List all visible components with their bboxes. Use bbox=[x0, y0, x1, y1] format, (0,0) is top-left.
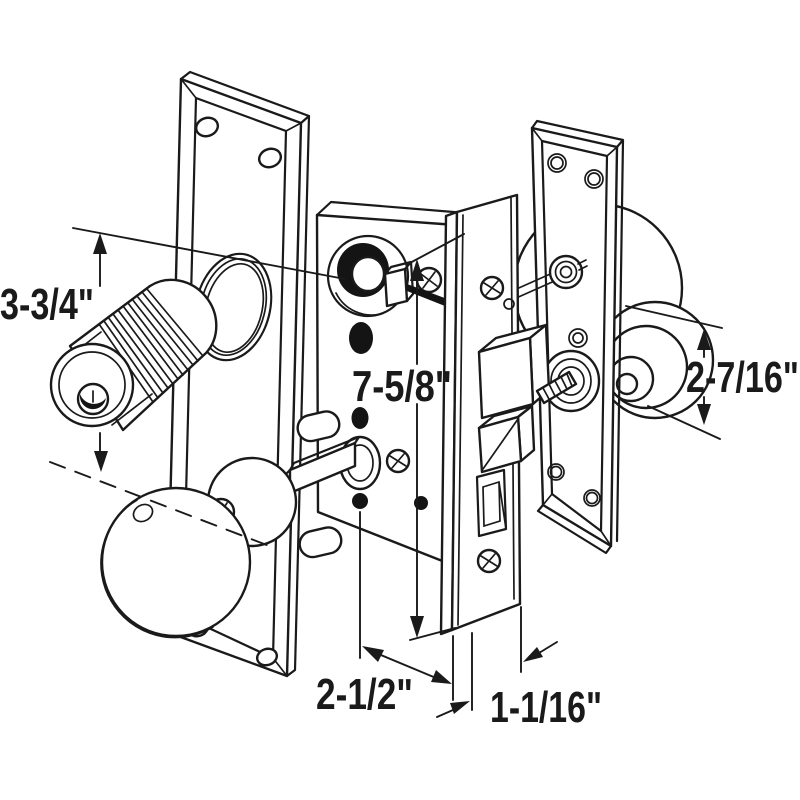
dimension-label-right: 2-7/16" bbox=[686, 353, 799, 402]
inside-escutcheon-plate bbox=[530, 119, 625, 555]
knob-spindle bbox=[535, 370, 578, 405]
latch-bolt bbox=[477, 404, 536, 474]
deadbolt bbox=[477, 323, 551, 420]
dimension-7-5-8: 7-5/8" bbox=[352, 233, 465, 641]
dimension-label-bottom-right: 1-1/16" bbox=[490, 683, 602, 732]
screw-hole bbox=[547, 153, 604, 507]
knob-axis-centerline bbox=[49, 461, 273, 548]
rod-collar bbox=[548, 254, 588, 290]
case-screw bbox=[385, 266, 443, 474]
lock-cylinder bbox=[49, 278, 218, 432]
dimension-3-3-4: 3-3/4" bbox=[0, 227, 346, 472]
latch-hold-back-slide bbox=[475, 468, 508, 538]
mounting-post bbox=[296, 410, 343, 559]
keyway bbox=[76, 382, 110, 416]
dimension-2-1-2: 2-1/2" bbox=[316, 511, 454, 719]
dimension-1-1-16: 1-1/16" bbox=[436, 606, 602, 732]
dimension-2-7-16: 2-7/16" bbox=[625, 305, 799, 440]
case-hole bbox=[349, 322, 373, 354]
dimension-label-center: 7-5/8" bbox=[352, 362, 452, 411]
dimension-label-bottom-left: 2-1/2" bbox=[316, 670, 413, 719]
dimension-label-left: 3-3/4" bbox=[0, 280, 94, 329]
case-hole bbox=[352, 493, 368, 509]
cylinder-cam-collar bbox=[383, 260, 450, 308]
mortise-lock-case bbox=[315, 200, 468, 566]
screw-hole bbox=[186, 116, 283, 667]
case-hole bbox=[351, 407, 369, 429]
faceplate-screw bbox=[476, 275, 515, 574]
cylinder-hole bbox=[326, 234, 410, 318]
